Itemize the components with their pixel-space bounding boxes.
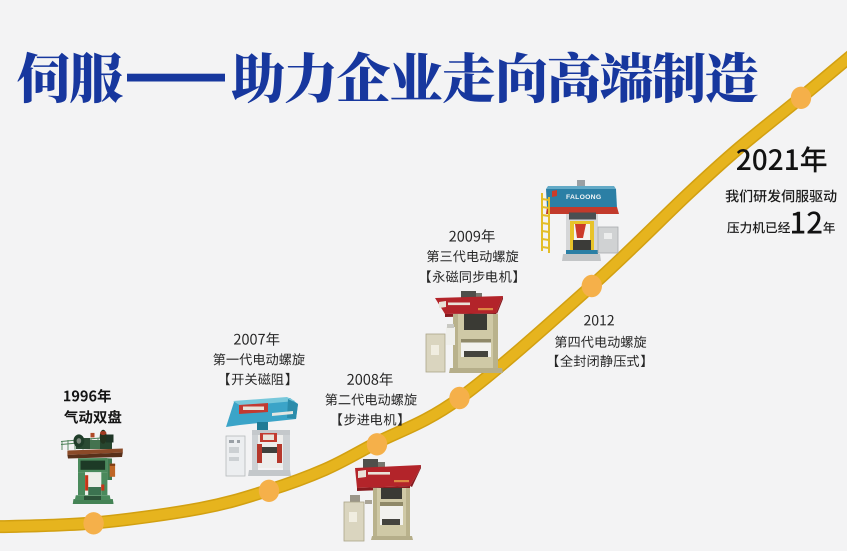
svg-text:FALOONG: FALOONG <box>566 194 601 201</box>
